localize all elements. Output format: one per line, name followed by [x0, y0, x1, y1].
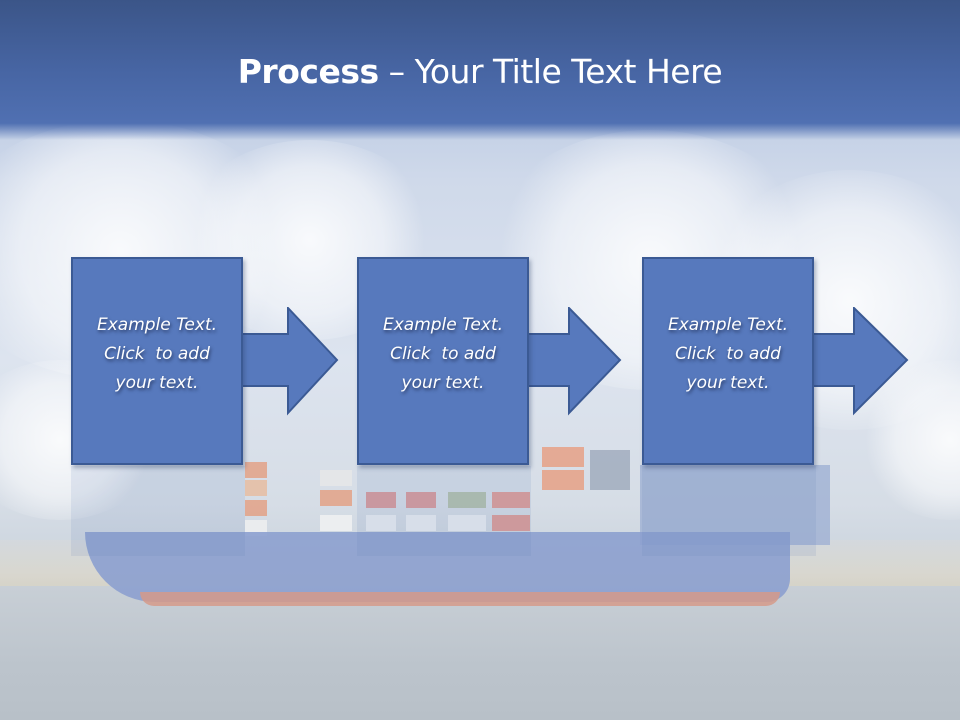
right-arrow-icon — [241, 307, 339, 416]
ship-bridge — [640, 465, 830, 545]
title-bar — [0, 0, 960, 140]
water — [0, 586, 960, 720]
ship-hull — [85, 532, 790, 602]
title-bold: Process — [237, 52, 379, 91]
step-text[interactable]: Example Text. Click to add your text. — [382, 315, 504, 393]
title-rest: – Your Title Text Here — [378, 52, 723, 91]
step-box — [71, 257, 243, 465]
slide-title[interactable]: Process – Your Title Text Here — [0, 52, 960, 91]
ship-hull-waterline — [140, 592, 780, 606]
right-arrow-icon — [812, 307, 909, 416]
step-text[interactable]: Example Text. Click to add your text. — [96, 315, 218, 393]
step-box — [357, 257, 529, 465]
right-arrow-icon — [527, 307, 622, 416]
step-box — [642, 257, 814, 465]
step-text[interactable]: Example Text. Click to add your text. — [667, 315, 789, 393]
